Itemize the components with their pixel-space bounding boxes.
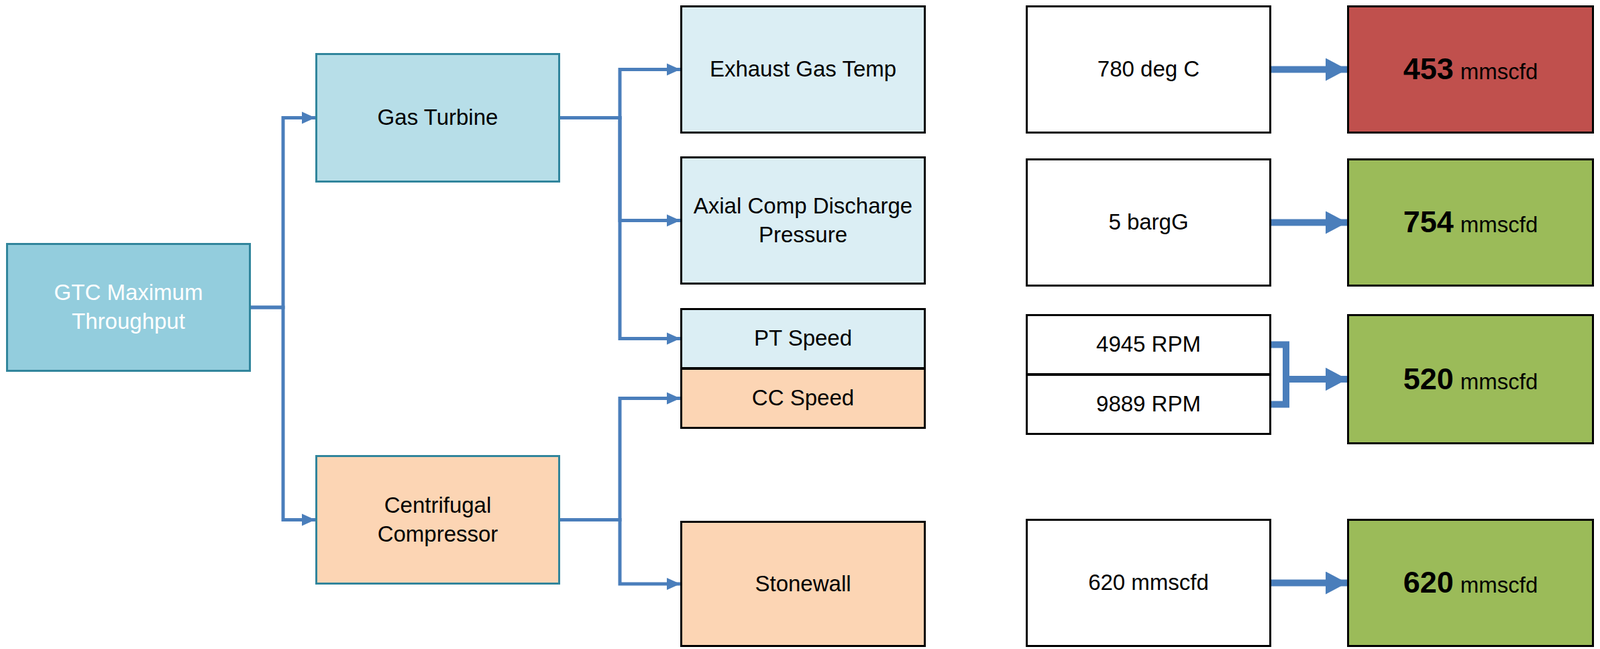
node-label: 9889 RPM xyxy=(1096,389,1201,419)
result-box: 453mmscfd xyxy=(1347,5,1594,134)
node-label: CC Speed xyxy=(752,383,855,413)
system-box: Centrifugal Compressor xyxy=(315,454,561,585)
node-label: Stonewall xyxy=(754,569,851,599)
connector-arrow xyxy=(1271,344,1348,380)
value-box: 4945 RPM xyxy=(1025,313,1272,376)
node-label: Axial Comp Discharge Pressure xyxy=(691,191,915,250)
connector-arrow xyxy=(560,519,681,585)
node-label: Centrifugal Compressor xyxy=(326,491,549,549)
root-box: GTC Maximum Throughput xyxy=(6,242,251,372)
connector-arrow xyxy=(560,398,681,520)
unit-label: mmscfd xyxy=(1460,57,1539,87)
node-label: Exhaust Gas Temp xyxy=(709,55,897,84)
value-box: 780 deg C xyxy=(1025,5,1272,134)
value-box: 5 bargG xyxy=(1025,158,1272,287)
connector-arrow xyxy=(250,307,316,520)
parameter-box: CC Speed xyxy=(680,367,926,429)
result-box: 520mmscfd xyxy=(1347,313,1594,445)
node-label: 780 deg C xyxy=(1097,55,1200,84)
node-label: 620 mmscfd xyxy=(1088,568,1209,598)
value-box: 9889 RPM xyxy=(1025,373,1272,435)
connector-arrow xyxy=(1271,579,1348,587)
system-box: Gas Turbine xyxy=(315,52,561,183)
result-box: 620mmscfd xyxy=(1347,518,1594,647)
result-box: 754mmscfd xyxy=(1347,158,1594,287)
connector-arrow xyxy=(1271,66,1348,74)
connector-arrow xyxy=(560,69,681,119)
node-label: PT Speed xyxy=(754,324,852,353)
node-label: Gas Turbine xyxy=(377,103,499,133)
connector-arrow xyxy=(1271,379,1348,405)
parameter-box: PT Speed xyxy=(680,307,926,369)
value-box: 620 mmscfd xyxy=(1025,518,1272,647)
connector-arrow xyxy=(1271,219,1348,227)
node-label: 5 bargG xyxy=(1108,207,1189,237)
throughput-number: 520 xyxy=(1403,359,1454,400)
connector-arrow xyxy=(250,118,316,308)
unit-label: mmscfd xyxy=(1460,367,1539,397)
parameter-box: Exhaust Gas Temp xyxy=(680,5,926,134)
throughput-number: 754 xyxy=(1403,202,1454,243)
connector-arrow xyxy=(560,118,681,339)
parameter-box: Stonewall xyxy=(680,520,926,647)
parameter-box: Axial Comp Discharge Pressure xyxy=(680,156,926,285)
node-label: 4945 RPM xyxy=(1096,330,1201,359)
unit-label: mmscfd xyxy=(1460,570,1539,600)
throughput-number: 453 xyxy=(1403,49,1454,90)
unit-label: mmscfd xyxy=(1460,210,1539,240)
node-label: GTC Maximum Throughput xyxy=(17,278,240,337)
throughput-number: 620 xyxy=(1403,562,1454,603)
